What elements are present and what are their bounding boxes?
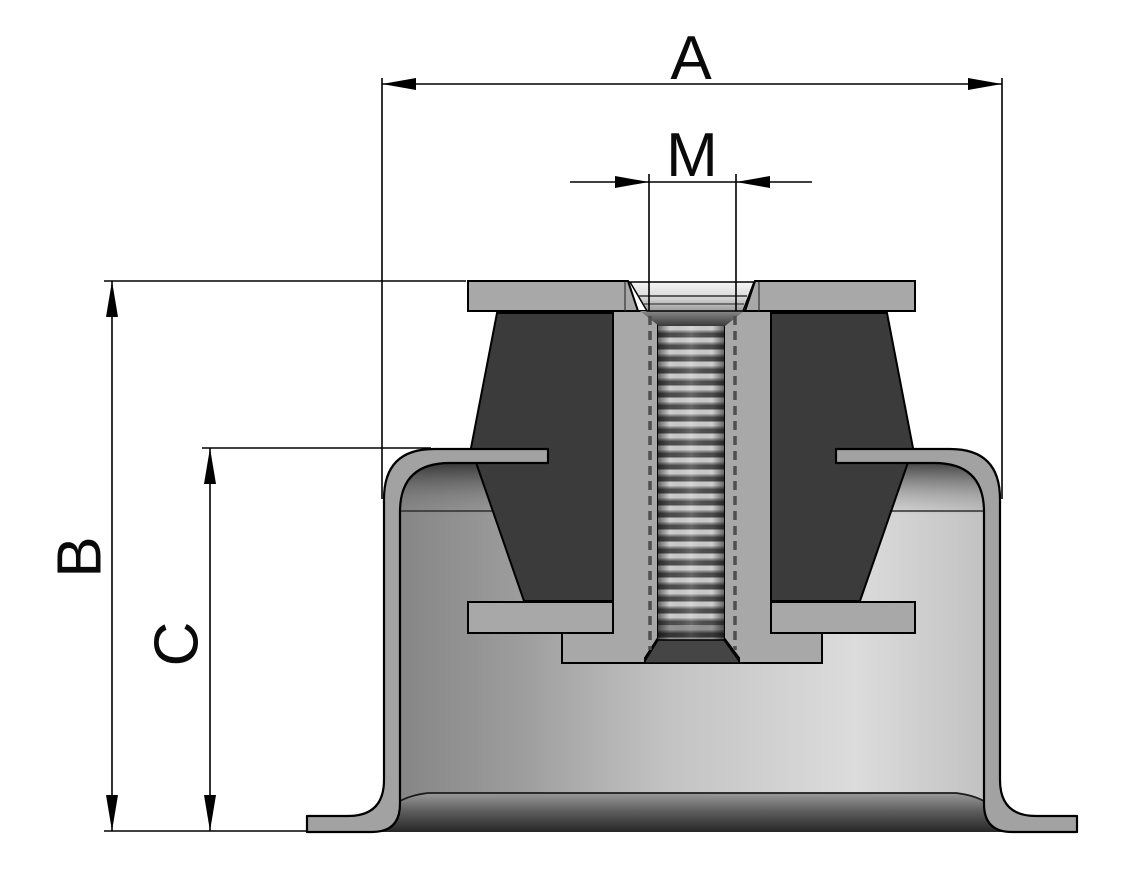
dimension-c-arrow-top <box>204 448 216 484</box>
dimension-c: C <box>143 447 431 831</box>
dimension-a-arrow-right <box>968 78 1002 90</box>
bell-housing <box>305 447 1079 834</box>
washer-plates <box>467 601 916 634</box>
left-washer-plate <box>467 601 614 634</box>
top-flange <box>467 280 916 312</box>
dimension-c-arrow-bottom <box>204 795 216 831</box>
dimension-m-arrow-left <box>615 176 649 188</box>
dimension-a-arrow-left <box>382 78 416 90</box>
dimension-m-label: M <box>666 121 718 190</box>
dimension-b-label: B <box>46 536 115 577</box>
dimension-c-label: C <box>143 622 212 667</box>
dimension-a: A <box>381 24 1003 499</box>
top-flange-right <box>743 280 916 312</box>
right-washer-plate <box>770 601 916 634</box>
threaded-bushing <box>561 310 823 664</box>
top-flange-left <box>467 280 640 312</box>
dimension-b-arrow-bottom <box>106 795 118 831</box>
dimension-b: B <box>46 280 466 831</box>
bell-housing-left <box>305 447 550 834</box>
dimensions: A M B C <box>46 24 1003 832</box>
counterbore-transition <box>640 311 744 326</box>
dimension-a-label: A <box>670 24 712 93</box>
dimension-b-arrow-top <box>106 281 118 317</box>
thread-bottom-shadow <box>658 626 724 640</box>
dimension-m-arrow-right <box>736 176 770 188</box>
thread-side-shading <box>658 324 724 640</box>
dimension-m: M <box>570 121 812 311</box>
dome-bottom-face <box>380 793 1004 832</box>
bell-housing-right <box>834 447 1079 834</box>
thread-bottom-chamfer <box>644 639 740 664</box>
